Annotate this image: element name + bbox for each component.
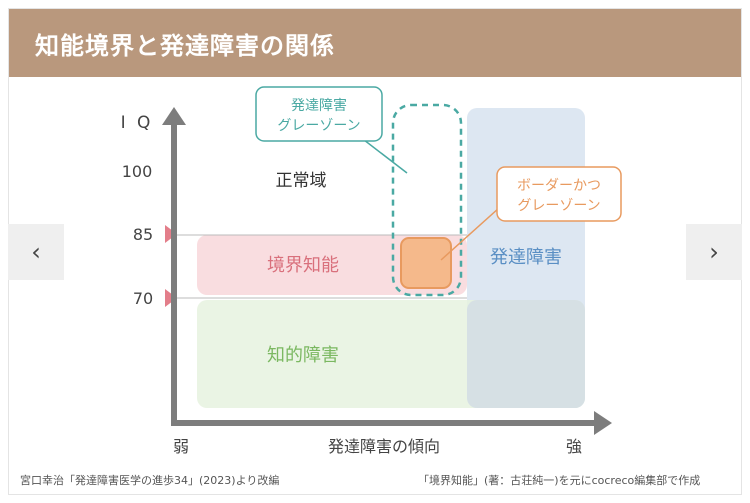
gray-zone-callout — [255, 86, 383, 142]
slide-frame: 知能境界と発達障害の関係 発達障害 グレーゾーン ボーダーかつ — [8, 8, 742, 495]
border-gray-callout-line1: ボーダーかつ — [517, 178, 601, 194]
borderline-region — [197, 235, 467, 295]
x-axis-label: 発達障害の傾向 — [328, 437, 440, 456]
gray-zone-callout-line2: グレーゾーン — [277, 118, 360, 134]
chevron-right-icon: › — [709, 238, 719, 266]
border-gray-callout — [496, 166, 622, 222]
source-caption-right: 「境界知能」(著：古荘純一)を元にcocreco編集部で作成 — [418, 474, 701, 487]
overlap-region — [467, 300, 585, 408]
x-left-label: 弱 — [173, 437, 189, 456]
y-axis-arrow — [162, 107, 186, 125]
chevron-left-icon: ‹ — [31, 238, 41, 266]
prev-button[interactable]: ‹ — [8, 224, 64, 280]
border-gray-square — [400, 237, 452, 289]
y-tick-100: 100 — [122, 162, 153, 181]
gray-zone-callout-line1: 発達障害 — [291, 98, 347, 114]
source-caption-left: 宮口幸治「発達障害医学の進歩34」(2023)より改編 — [20, 474, 280, 487]
y-axis-label: I Q — [121, 113, 154, 133]
y-tick-85: 85 — [133, 225, 153, 244]
disability-region-label: 知的障害 — [267, 345, 339, 366]
x-right-label: 強 — [566, 437, 582, 456]
border-gray-callout-line2: グレーゾーン — [517, 198, 600, 214]
diagram: 発達障害 グレーゾーン ボーダーかつ グレーゾーン 正常域 境界知能 知的障害 … — [121, 86, 622, 456]
y-tick-70: 70 — [133, 289, 153, 308]
normal-region-label: 正常域 — [276, 171, 327, 191]
header-bar: 知能境界と発達障害の関係 — [9, 9, 741, 77]
page-title: 知能境界と発達障害の関係 — [35, 32, 335, 60]
x-axis-arrow — [594, 411, 612, 435]
next-button[interactable]: › — [686, 224, 742, 280]
borderline-region-label: 境界知能 — [267, 255, 339, 276]
gray-zone-outline — [391, 103, 463, 297]
developmental-region-label: 発達障害 — [490, 247, 562, 268]
